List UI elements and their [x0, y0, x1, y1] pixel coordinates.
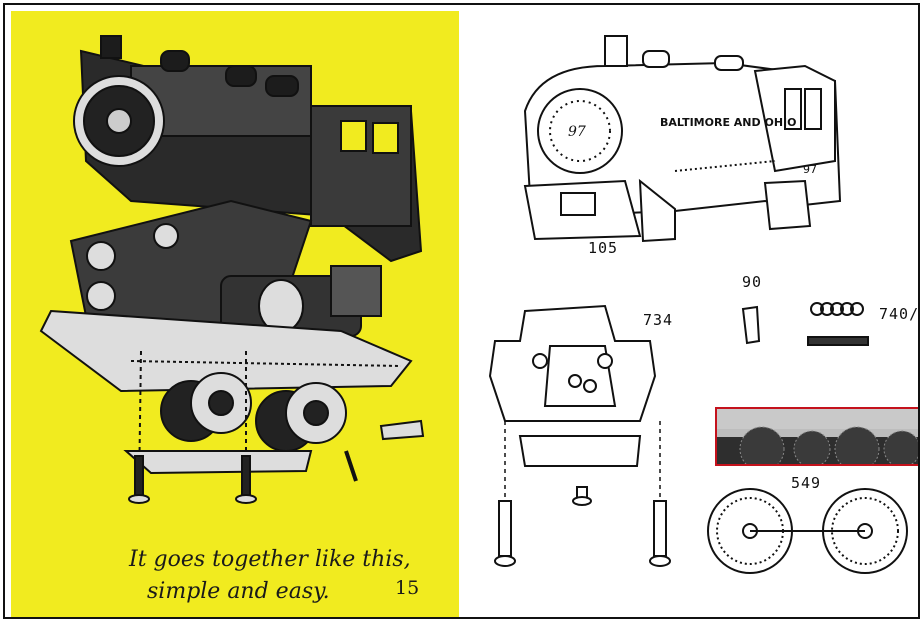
gear-photo	[717, 409, 918, 464]
road-name-lettering: BALTIMORE AND OHIO	[660, 116, 796, 129]
caption-line-1: It goes together like this,	[129, 547, 411, 572]
bottom-plate	[123, 450, 313, 475]
exploded-view-page: It goes together like this, simple and e…	[11, 11, 459, 617]
gear-photo-inset	[715, 407, 918, 466]
label-734: 734	[643, 311, 674, 329]
motor-assembly	[220, 265, 382, 337]
locomotive-body-shell	[73, 35, 423, 263]
parts-line-drawings: BALTIMORE AND OHIO 97 97	[488, 35, 908, 574]
truck-frame-drawing	[488, 304, 661, 501]
label-90: 90	[742, 273, 763, 291]
truck-screws-drawing	[494, 305, 761, 567]
caption-line-2: simple and easy.	[147, 579, 330, 604]
label-105: 105	[588, 239, 619, 257]
image-frame: It goes together like this, simple and e…	[3, 3, 920, 619]
exploded-locomotive-illustration	[39, 35, 425, 504]
base-plate	[39, 309, 413, 393]
label-740: 740/	[879, 305, 920, 323]
parts-diagram-page: BALTIMORE AND OHIO 97 97	[465, 11, 920, 617]
springs-drawing	[807, 302, 869, 346]
cab-number-lettering: 97	[803, 163, 817, 176]
label-549: 549	[791, 474, 822, 492]
number-plate-lettering: 97	[568, 124, 586, 140]
page-number: 15	[395, 577, 420, 599]
locomotive-shell-drawing	[523, 35, 842, 243]
wheelsets	[160, 372, 347, 452]
wheelset-drawing	[707, 488, 908, 574]
mounting-screws	[128, 350, 425, 504]
